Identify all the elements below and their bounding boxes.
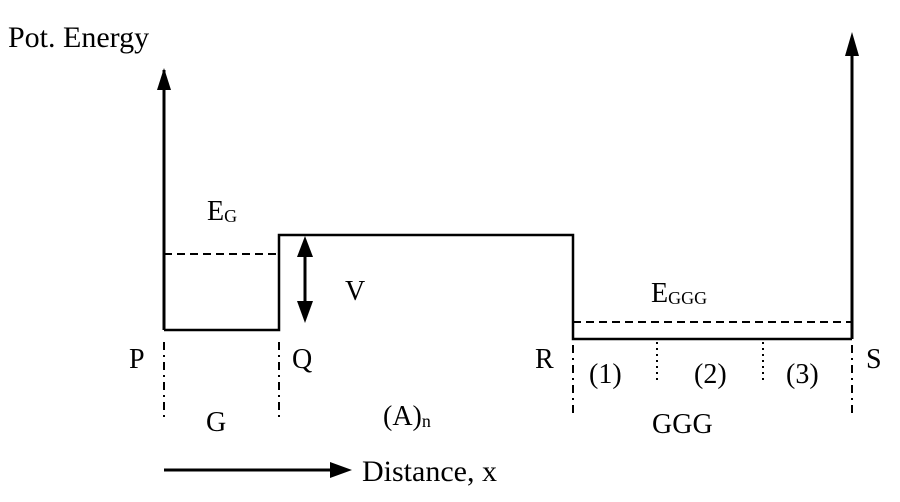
- right-arrowhead: [845, 32, 859, 56]
- x-axis-label: Distance, x: [362, 455, 497, 488]
- region-g-label: G: [206, 407, 226, 438]
- point-q-label: Q: [292, 344, 312, 375]
- potential-profile: [164, 233, 852, 341]
- distance-arrowhead: [330, 462, 352, 478]
- site-label-3: (3): [786, 359, 819, 390]
- region-a-label: (A)n: [383, 401, 431, 432]
- eg-label: EG: [207, 196, 237, 227]
- barrier-arrowhead-down: [297, 301, 313, 323]
- region-ggg-label: GGG: [652, 409, 713, 440]
- eggg-label: EGGG: [651, 278, 707, 309]
- barrier-label: V: [345, 276, 365, 307]
- left-arrowhead: [157, 68, 171, 90]
- point-s-label: S: [866, 344, 882, 375]
- barrier-arrowhead-up: [297, 236, 313, 257]
- y-axis-label: Pot. Energy: [8, 21, 149, 54]
- point-r-label: R: [535, 344, 554, 375]
- site-label-2: (2): [694, 359, 727, 390]
- point-p-label: P: [129, 344, 145, 375]
- site-label-1: (1): [589, 359, 622, 390]
